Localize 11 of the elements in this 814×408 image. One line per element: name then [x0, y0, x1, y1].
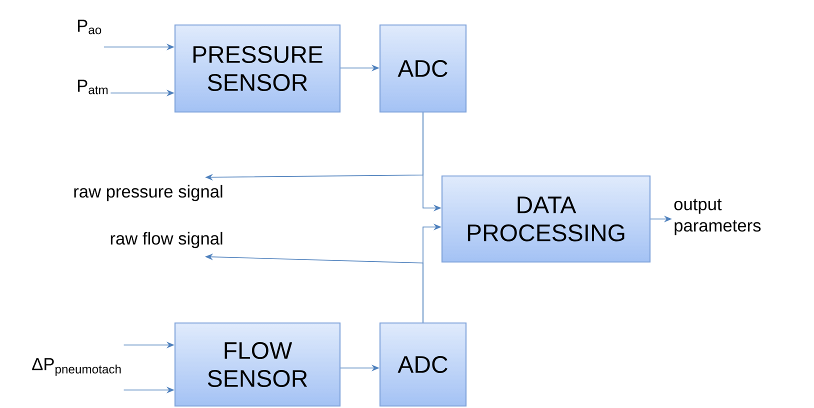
signal-label: output parameters	[674, 198, 761, 236]
process-box: FLOW SENSOR	[174, 322, 341, 407]
signal-label: raw pressure signal	[74, 184, 222, 202]
process-box: ADC	[379, 24, 467, 113]
signal-label: raw flow signal	[110, 232, 222, 248]
signal-label: $\text{P}_{\text{ao}}$	[78, 20, 102, 34]
process-box: PRESSURE SENSOR	[174, 24, 341, 113]
signal-label: $\text{P}_{\text{atm}}$	[78, 80, 108, 94]
signal-label: $\text{ΔP}_{\text{pneumotach}}$	[32, 358, 121, 376]
process-box: ADC	[379, 322, 467, 407]
process-box: DATA PROCESSING	[441, 175, 651, 263]
